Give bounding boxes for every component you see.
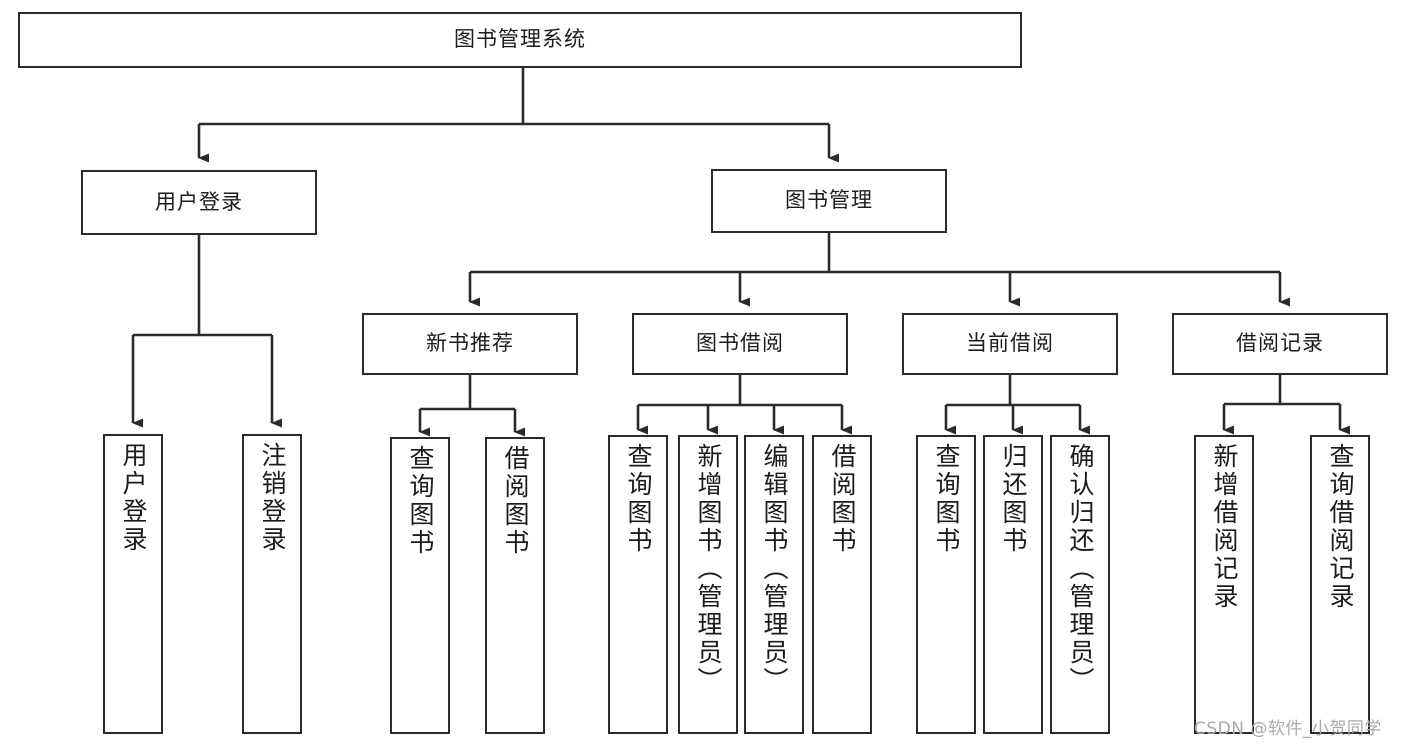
node-new-book-recommend[interactable]: 新书推荐: [362, 313, 578, 375]
leaf-return-book-label: 归还图书: [999, 443, 1028, 555]
leaf-edit-book[interactable]: 编辑图书（管理员）: [744, 435, 804, 734]
node-book-borrow-label: 图书借阅: [696, 331, 784, 356]
leaf-edit-book-label: 编辑图书（管理员）: [760, 443, 789, 695]
leaf-query-book-3-label: 查询图书: [932, 443, 961, 555]
node-book-borrow[interactable]: 图书借阅: [632, 313, 848, 375]
leaf-user-login-label: 用户登录: [119, 442, 148, 554]
leaf-add-record-label: 新增借阅记录: [1210, 443, 1239, 611]
leaf-confirm-return-label: 确认归还（管理员）: [1066, 443, 1095, 695]
leaf-query-book-2[interactable]: 查询图书: [608, 435, 668, 734]
node-user-login[interactable]: 用户登录: [81, 170, 317, 235]
node-user-login-label: 用户登录: [155, 189, 243, 214]
node-book-manage-label: 图书管理: [785, 188, 873, 213]
leaf-borrow-book-2[interactable]: 借阅图书: [812, 435, 872, 734]
leaf-borrow-book-2-label: 借阅图书: [828, 443, 857, 555]
leaf-add-book[interactable]: 新增图书（管理员）: [678, 435, 738, 734]
leaf-logout-login-label: 注销登录: [258, 442, 287, 554]
node-root-label: 图书管理系统: [454, 27, 586, 52]
leaf-add-book-label: 新增图书（管理员）: [694, 443, 723, 695]
leaf-borrow-book-1[interactable]: 借阅图书: [485, 437, 545, 734]
leaf-return-book[interactable]: 归还图书: [983, 435, 1043, 734]
leaf-query-book-1-label: 查询图书: [406, 445, 435, 557]
node-book-manage[interactable]: 图书管理: [711, 169, 947, 233]
leaf-query-book-2-label: 查询图书: [624, 443, 653, 555]
leaf-query-record[interactable]: 查询借阅记录: [1310, 435, 1370, 734]
leaf-borrow-book-1-label: 借阅图书: [501, 445, 530, 557]
leaf-confirm-return[interactable]: 确认归还（管理员）: [1050, 435, 1110, 734]
node-borrow-record[interactable]: 借阅记录: [1172, 313, 1388, 375]
leaf-query-record-label: 查询借阅记录: [1326, 443, 1355, 611]
node-current-borrow-label: 当前借阅: [966, 331, 1054, 356]
csdn-watermark: CSDN @软件_小贺同学: [1194, 719, 1382, 739]
leaf-query-book-1[interactable]: 查询图书: [390, 437, 450, 734]
node-root[interactable]: 图书管理系统: [18, 12, 1022, 68]
leaf-query-book-3[interactable]: 查询图书: [916, 435, 976, 734]
leaf-logout-login[interactable]: 注销登录: [242, 434, 302, 734]
leaf-add-record[interactable]: 新增借阅记录: [1194, 435, 1254, 734]
node-current-borrow[interactable]: 当前借阅: [902, 313, 1118, 375]
node-new-book-recommend-label: 新书推荐: [426, 331, 514, 356]
node-borrow-record-label: 借阅记录: [1236, 331, 1324, 356]
leaf-user-login[interactable]: 用户登录: [103, 434, 163, 734]
